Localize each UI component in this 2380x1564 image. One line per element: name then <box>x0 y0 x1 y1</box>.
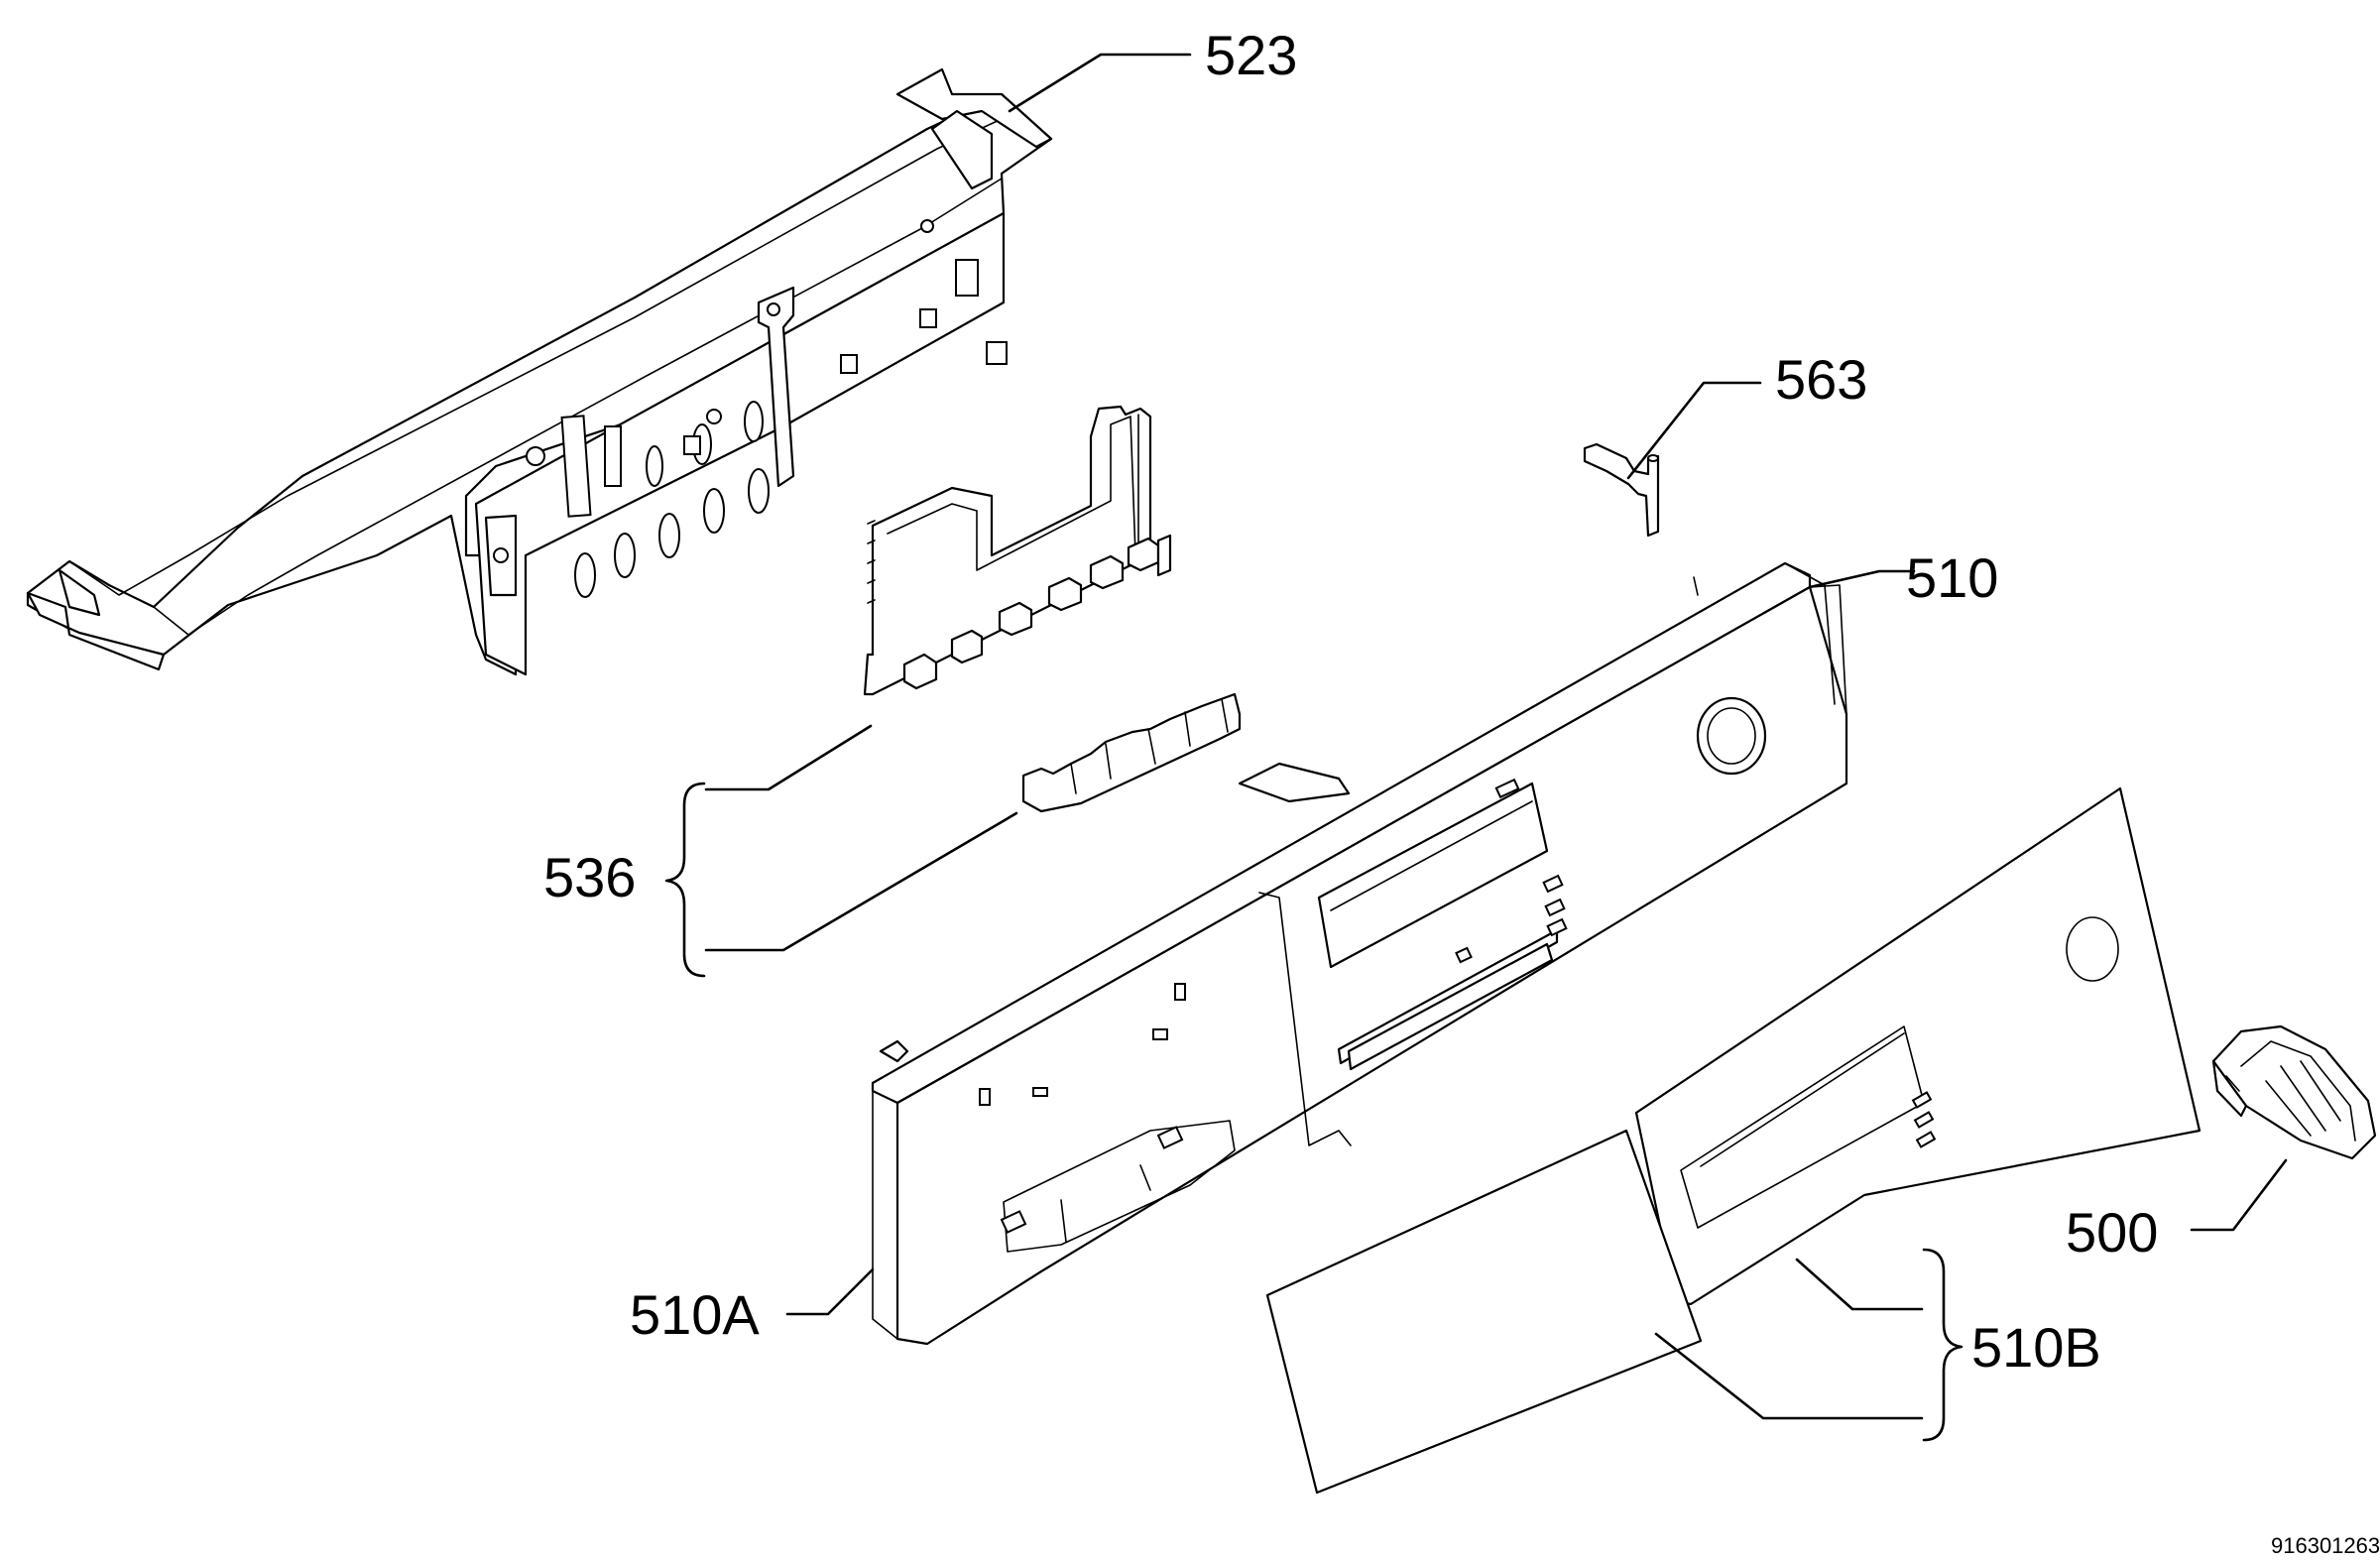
callout-523: 523 <box>1205 24 1297 86</box>
callout-510b: 510B <box>1971 1316 2101 1379</box>
part-510b-overlay-panels <box>1265 786 2202 1495</box>
callout-563: 563 <box>1775 348 1867 411</box>
part-500-knob <box>2211 1024 2377 1160</box>
part-510-control-panel <box>871 561 1848 1346</box>
part-536-switch-carrier <box>863 405 1242 813</box>
callout-510: 510 <box>1906 546 1998 609</box>
callout-536: 536 <box>543 846 636 908</box>
callout-510a: 510A <box>630 1283 760 1346</box>
leader-lines <box>664 53 2288 1442</box>
part-523-mounting-bracket <box>26 67 1053 676</box>
part-563-lever-pin <box>1583 442 1660 538</box>
callout-500: 500 <box>2066 1201 2158 1263</box>
document-number: 9163012630 <box>2271 1533 2380 1558</box>
